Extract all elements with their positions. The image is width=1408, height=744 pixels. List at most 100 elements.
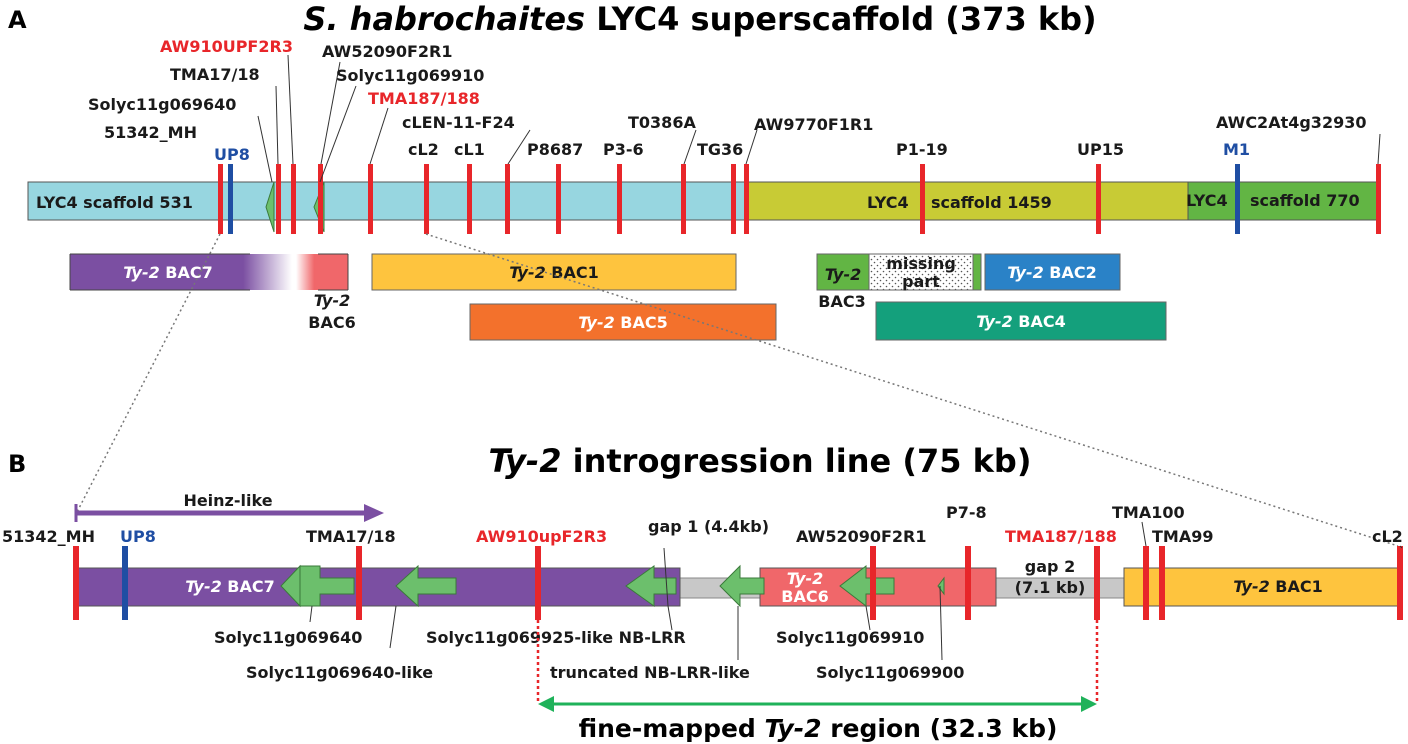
- tick-51342: [218, 164, 223, 234]
- bac7-bar-b: [75, 567, 681, 607]
- scaffold-1459-bar: [747, 181, 1189, 221]
- gene-glyph-640: [265, 181, 275, 233]
- panel-a-letter: A: [8, 6, 27, 34]
- panel-b-leader-lines: [309, 521, 1403, 661]
- tick-up8: [228, 164, 233, 234]
- tick-t0386a: [681, 164, 686, 234]
- marker-up8-b: UP8: [120, 527, 156, 546]
- tick-aw52090: [318, 164, 323, 234]
- scaffold-531-bar: [27, 181, 749, 221]
- tick-b-aw910: [535, 546, 541, 620]
- scaffold-531-label: LYC4 scaffold 531: [36, 193, 193, 212]
- marker-tg36-a: TG36: [697, 140, 743, 159]
- marker-cl2-a: cL2: [408, 140, 439, 159]
- panel-b-marker-ticks: [73, 546, 1403, 620]
- scaffold-770-lyc4: LYC4: [1186, 191, 1228, 210]
- gene-label-640: Solyc11g069640: [214, 628, 362, 647]
- marker-p36-a: P3-6: [603, 140, 644, 159]
- missing-part-box: [868, 253, 974, 291]
- gene-arrow-truncated: [719, 564, 765, 608]
- missing-label-2: part: [902, 272, 940, 291]
- scaffold-770-bar: [1187, 181, 1381, 221]
- marker-up8-a: UP8: [214, 145, 250, 164]
- marker-cl2-b: cL2: [1372, 527, 1403, 546]
- panel-a-marker-ticks: [218, 164, 1381, 234]
- bac7-bar-a: [70, 254, 292, 290]
- marker-gap2-line2: (7.1 kb): [1015, 578, 1086, 597]
- tick-aw910: [291, 164, 296, 234]
- gene-arrow-925: [625, 565, 677, 607]
- marker-clen-a: cLEN-11-F24: [402, 113, 515, 132]
- bac1-bar-b: [1123, 567, 1403, 607]
- tick-b-tma1718: [356, 546, 362, 620]
- bac3-bar-a: [816, 253, 870, 291]
- marker-p119-a: P1-19: [896, 140, 948, 159]
- tick-b-tma100: [1143, 546, 1149, 620]
- marker-solyc910-a: Solyc11g069910: [336, 66, 484, 85]
- panel-a-title: S. habrochaites LYC4 superscaffold (373 …: [303, 0, 1096, 38]
- tick-p119: [920, 164, 925, 234]
- tick-b-p78: [965, 546, 971, 620]
- tick-tg36: [731, 164, 736, 234]
- bac5-label-a: Ty-2 BAC5: [578, 313, 668, 332]
- marker-aw910-b: AW910upF2R3: [476, 527, 607, 546]
- missing-label-1: missing: [886, 254, 956, 273]
- tick-b-tma99: [1159, 546, 1165, 620]
- gene-arrow-900: [937, 576, 945, 596]
- gene-label-640like: Solyc11g069640-like: [246, 663, 433, 682]
- marker-awc2-a: AWC2At4g32930: [1216, 113, 1366, 132]
- bac1-label-a: Ty-2 BAC1: [509, 263, 599, 282]
- marker-aw52090-b: AW52090F2R1: [796, 527, 927, 546]
- bac7-label-a: Ty-2 BAC7: [123, 263, 213, 282]
- marker-gap2-line1: gap 2: [1025, 557, 1075, 576]
- tick-b-tma187: [1094, 546, 1100, 620]
- tick-b-51342: [73, 546, 79, 620]
- marker-tma1718-a: TMA17/18: [170, 65, 260, 84]
- marker-cl1-a: cL1: [454, 140, 485, 159]
- fine-arrow-left-head: [538, 696, 554, 712]
- marker-p78-b: P7-8: [946, 503, 987, 522]
- tick-cl1: [467, 164, 472, 234]
- tick-up15: [1096, 164, 1101, 234]
- bac4-bar-a: [875, 301, 1167, 341]
- bac6-prefix-b: Ty-2: [787, 569, 823, 588]
- tick-cl2: [424, 164, 429, 234]
- panel-b-letter: B: [8, 450, 26, 478]
- fine-arrow-right-head: [1081, 696, 1097, 712]
- marker-up15-a: UP15: [1077, 140, 1124, 159]
- marker-t0386a-a: T0386A: [628, 113, 696, 132]
- bac3-prefix-a: Ty-2: [825, 265, 861, 284]
- scaffold-1459-lyc4: LYC4: [867, 193, 909, 212]
- fine-mapped-label: fine-mapped Ty-2 region (32.3 kb): [579, 714, 1058, 743]
- marker-51342-b: 51342_MH: [2, 527, 95, 546]
- bac5-bar-a: [469, 303, 777, 341]
- heinz-label: Heinz-like: [183, 491, 272, 510]
- tick-b-cl2: [1397, 546, 1403, 620]
- bac2-label-a: Ty-2 BAC2: [1007, 263, 1097, 282]
- bac6-label-b: BAC6: [781, 587, 828, 606]
- zoom-line-right: [425, 233, 1399, 547]
- bac7-label-b: Ty-2 BAC7: [185, 577, 275, 596]
- marker-solyc640-a: Solyc11g069640: [88, 95, 236, 114]
- marker-aw9770-a: AW9770F1R1: [754, 115, 873, 134]
- tick-b-up8: [122, 546, 128, 620]
- bac4-label-a: Ty-2 BAC4: [976, 312, 1066, 331]
- heinz-arrow-head: [364, 504, 384, 522]
- scaffold-1459-label: scaffold 1459: [931, 193, 1052, 212]
- marker-aw52090-a: AW52090F2R1: [322, 42, 453, 61]
- marker-m1-a: M1: [1223, 140, 1250, 159]
- marker-tma1718-b: TMA17/18: [306, 527, 396, 546]
- tick-b-aw52090: [870, 546, 876, 620]
- tick-m1: [1235, 164, 1240, 234]
- gene-label-truncated: truncated NB-LRR-like: [550, 663, 750, 682]
- panel-a-leader-lines: [257, 54, 1381, 183]
- marker-tma100-b: TMA100: [1112, 503, 1185, 522]
- bac1-bar-a: [371, 253, 737, 291]
- gene-label-910: Solyc11g069910: [776, 628, 924, 647]
- marker-p8687-a: P8687: [527, 140, 583, 159]
- marker-gap1-b: gap 1 (4.4kb): [648, 517, 769, 536]
- panel-b-gene-arrows: [280, 564, 945, 608]
- bac3-end-a: [972, 253, 982, 291]
- bac3-label-a: BAC3: [818, 292, 865, 311]
